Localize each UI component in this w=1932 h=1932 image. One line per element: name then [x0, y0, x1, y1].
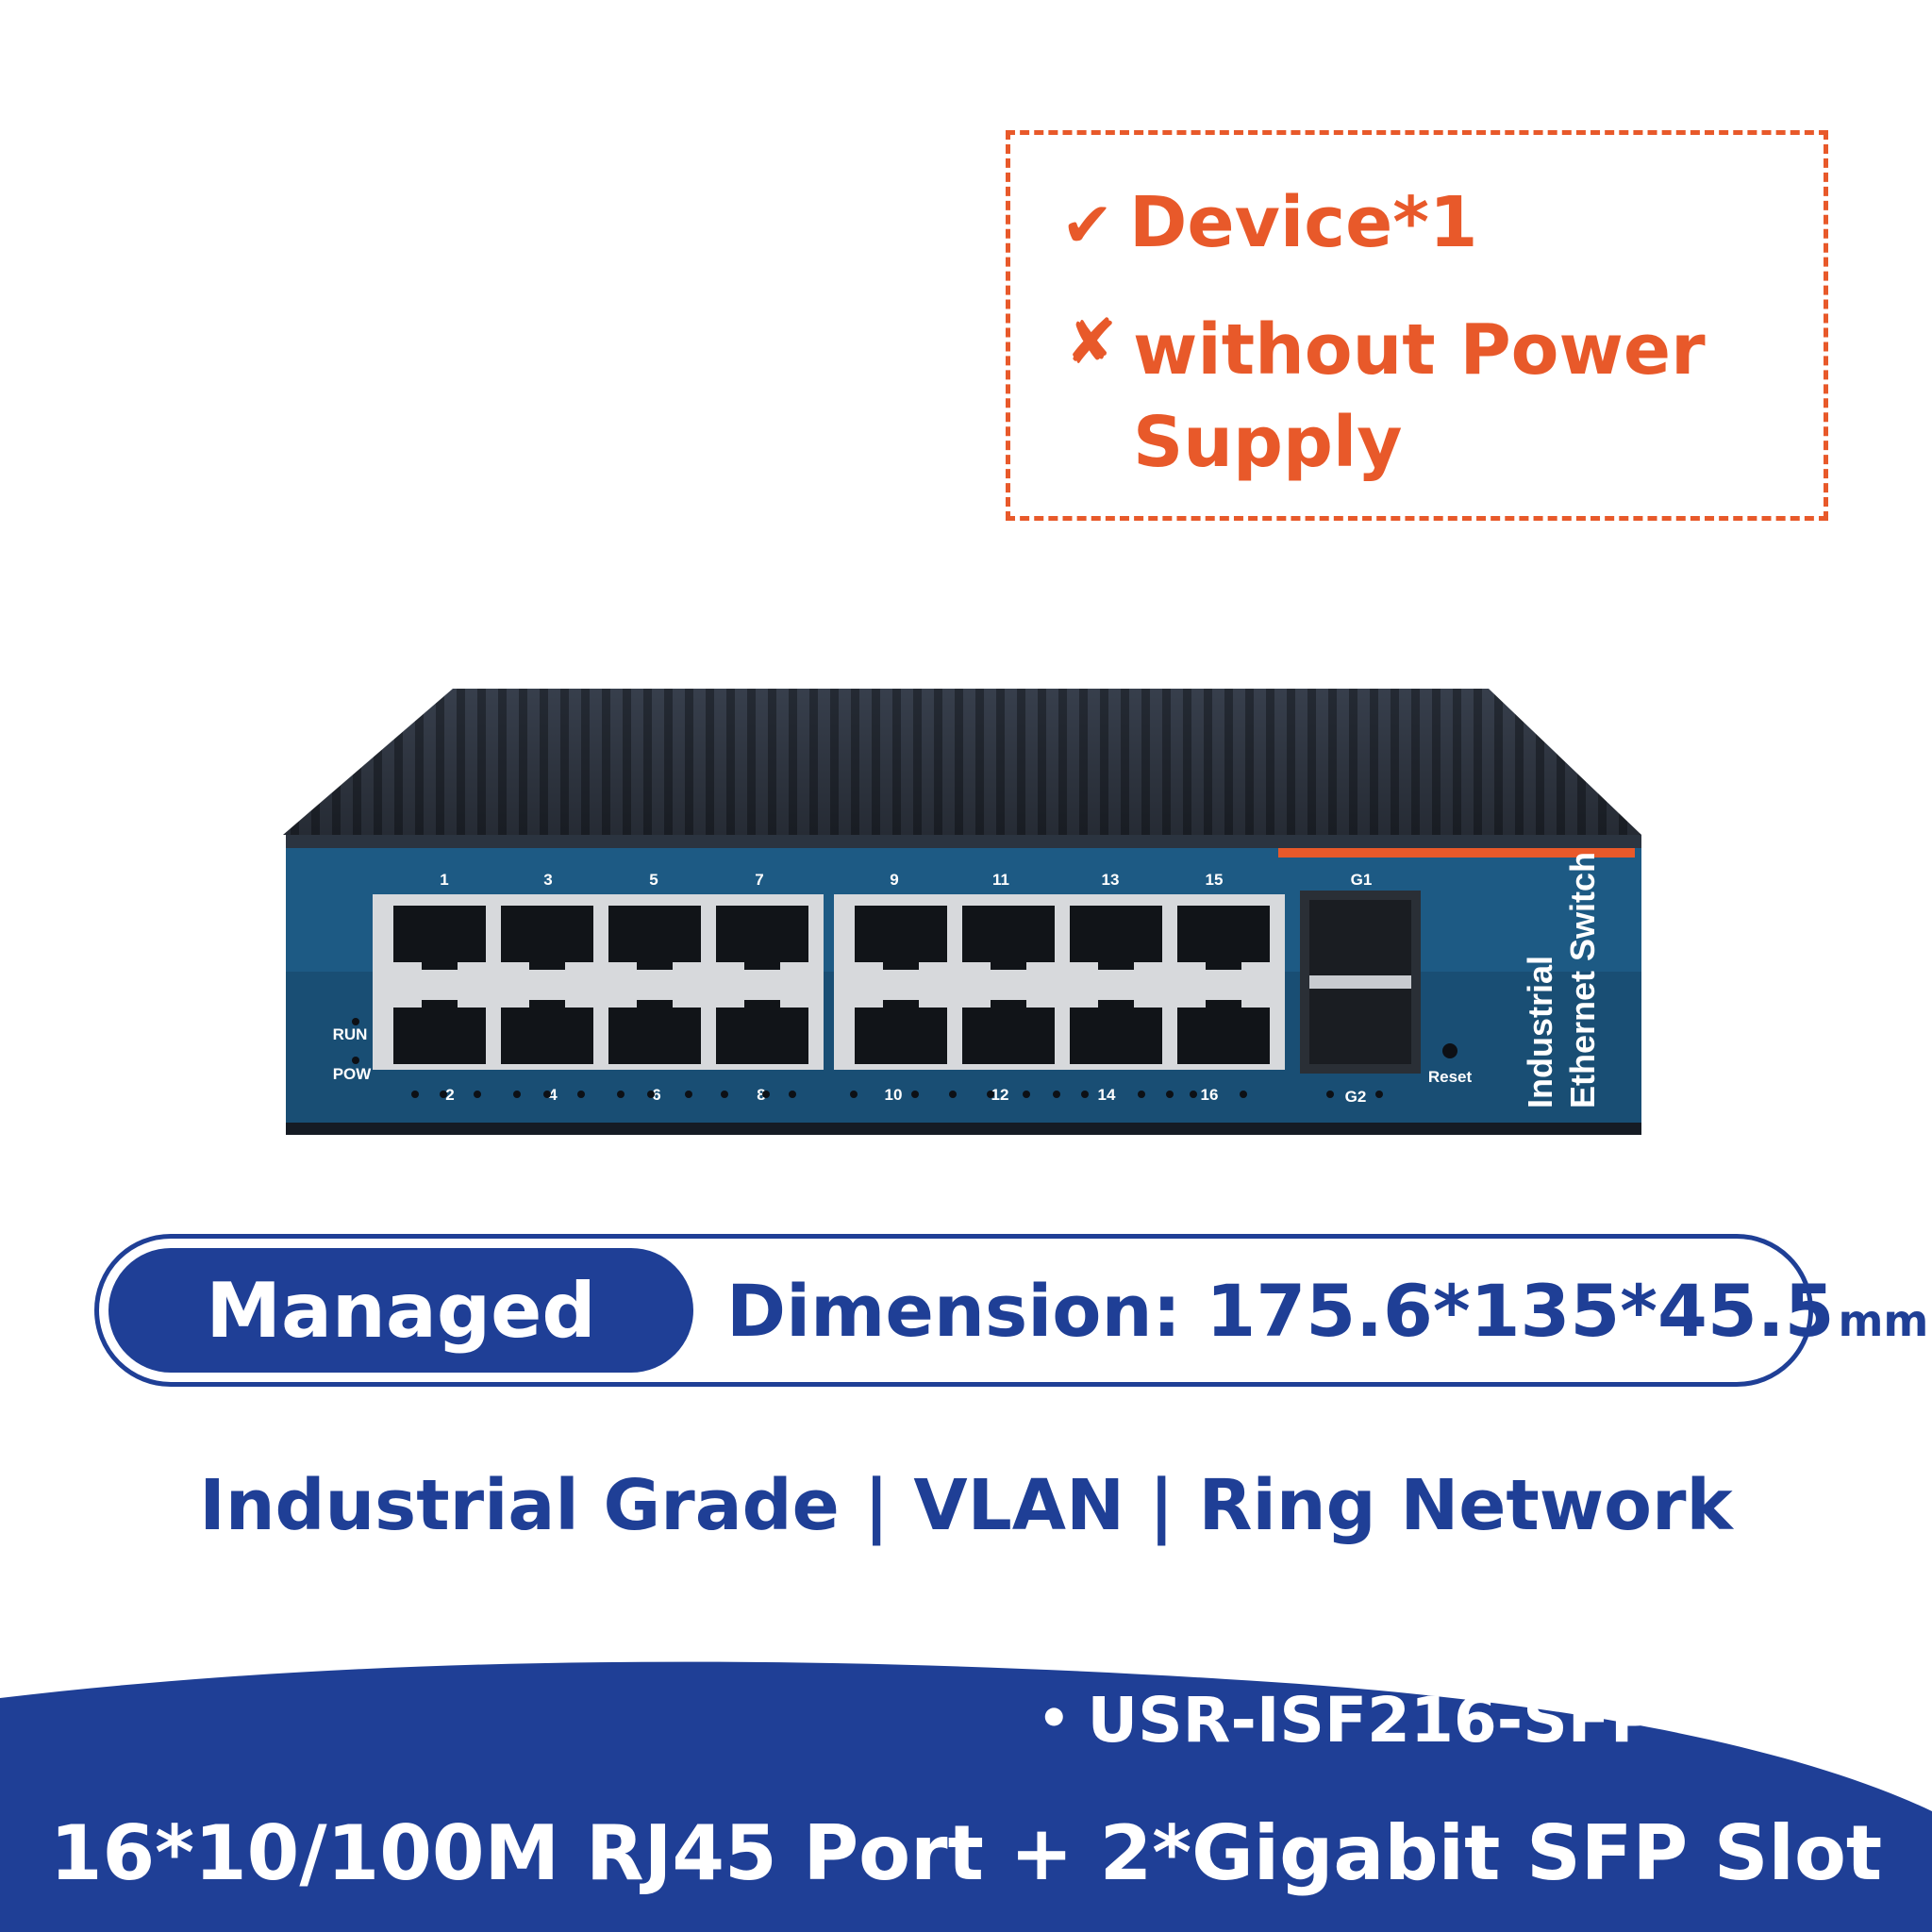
status-led	[1375, 1091, 1383, 1098]
sfp-label-g1: G1	[1351, 871, 1373, 889]
status-led	[474, 1091, 481, 1098]
status-led	[1053, 1091, 1060, 1098]
dimension-unit: mm	[1838, 1295, 1929, 1346]
model-name: • USR-ISF216-SFP	[1038, 1684, 1656, 1757]
rj45-port-11	[962, 906, 1055, 970]
rj45-port-1	[393, 906, 486, 970]
dimension-value: Dimension: 175.6*135*45.5	[726, 1268, 1835, 1353]
rj45-port-16	[1177, 1000, 1270, 1064]
status-led	[577, 1091, 585, 1098]
included-text: Device*1	[1129, 182, 1478, 263]
port-label-11: 11	[992, 871, 1009, 889]
side-label-line1: Industrial	[1521, 956, 1559, 1108]
status-led	[1023, 1091, 1030, 1098]
status-led	[685, 1091, 692, 1098]
sfp-label-g2: G2	[1345, 1088, 1367, 1106]
status-led	[789, 1091, 796, 1098]
port-label-14: 14	[1098, 1086, 1116, 1104]
port-label-16: 16	[1201, 1086, 1219, 1104]
rj45-port-8	[716, 1000, 808, 1064]
status-led	[1190, 1091, 1197, 1098]
rj45-port-7	[716, 906, 808, 970]
accent-stripe	[1278, 848, 1635, 858]
excluded-item: ✘without Power Supply	[1065, 305, 1793, 489]
sfp-slot-g1	[1309, 900, 1411, 975]
status-led	[617, 1091, 625, 1098]
run-led	[352, 1018, 359, 1025]
rj45-port-12	[962, 1000, 1055, 1064]
rj45-port-13	[1070, 906, 1162, 970]
port-label-8: 8	[757, 1086, 765, 1104]
package-contents-box: ✔Device*1 ✘without Power Supply	[1006, 130, 1828, 521]
feature-line: Industrial Grade | VLAN | Ring Network	[199, 1465, 1733, 1546]
status-led	[1240, 1091, 1247, 1098]
status-led	[1081, 1091, 1089, 1098]
managed-badge: Managed	[108, 1248, 693, 1373]
status-led	[513, 1091, 521, 1098]
included-item: ✔Device*1	[1061, 188, 1477, 258]
excluded-text: without Power Supply	[1133, 309, 1706, 483]
status-led	[987, 1091, 994, 1098]
footer-banner	[0, 1661, 1932, 1932]
pow-label: POW	[333, 1065, 373, 1083]
status-led	[721, 1091, 728, 1098]
rj45-port-5	[608, 906, 701, 970]
status-led	[543, 1091, 551, 1098]
sfp-slot-g2	[1309, 989, 1411, 1064]
rj45-port-10	[855, 1000, 947, 1064]
rj45-port-9	[855, 906, 947, 970]
rj45-port-4	[501, 1000, 593, 1064]
port-label-2: 2	[445, 1086, 454, 1104]
status-led	[1166, 1091, 1174, 1098]
status-led	[762, 1091, 770, 1098]
port-label-1: 1	[440, 871, 448, 889]
port-label-6: 6	[652, 1086, 660, 1104]
model-text: USR-ISF216-SFP	[1087, 1684, 1657, 1757]
rj45-port-15	[1177, 906, 1270, 970]
rj45-port-14	[1070, 1000, 1162, 1064]
status-led	[850, 1091, 858, 1098]
status-led	[1138, 1091, 1145, 1098]
status-led	[440, 1091, 447, 1098]
rj45-port-group	[373, 894, 1383, 1098]
status-led	[411, 1091, 419, 1098]
rj45-port-6	[608, 1000, 701, 1064]
port-label-4: 4	[548, 1086, 558, 1104]
reset-label: Reset	[1428, 1068, 1473, 1086]
reset-button	[1442, 1043, 1457, 1058]
port-label-3: 3	[543, 871, 552, 889]
port-label-10: 10	[885, 1086, 903, 1104]
bullet-icon: •	[1038, 1689, 1071, 1748]
status-led	[647, 1091, 655, 1098]
rj45-port-3	[501, 906, 593, 970]
ports-summary: 16*10/100M RJ45 Port + 2*Gigabit SFP Slo…	[49, 1809, 1883, 1897]
port-label-15: 15	[1206, 871, 1224, 889]
port-label-13: 13	[1102, 871, 1120, 889]
port-label-7: 7	[755, 871, 763, 889]
side-label-line2: Ethernet Switch	[1563, 852, 1602, 1108]
status-led	[1326, 1091, 1334, 1098]
rj45-port-2	[393, 1000, 486, 1064]
port-label-12: 12	[991, 1086, 1009, 1104]
status-led	[911, 1091, 919, 1098]
pow-led	[352, 1057, 359, 1064]
port-label-5: 5	[649, 871, 658, 889]
run-label: RUN	[333, 1025, 368, 1043]
status-led	[949, 1091, 957, 1098]
cross-icon: ✘	[1065, 306, 1118, 378]
ethernet-switch-image: 1 3 5 7 9 11 13 15 2 4 6 8 10 12 14 16 G…	[283, 689, 1641, 1135]
port-label-9: 9	[890, 871, 898, 889]
checkmark-icon: ✔	[1061, 189, 1114, 261]
